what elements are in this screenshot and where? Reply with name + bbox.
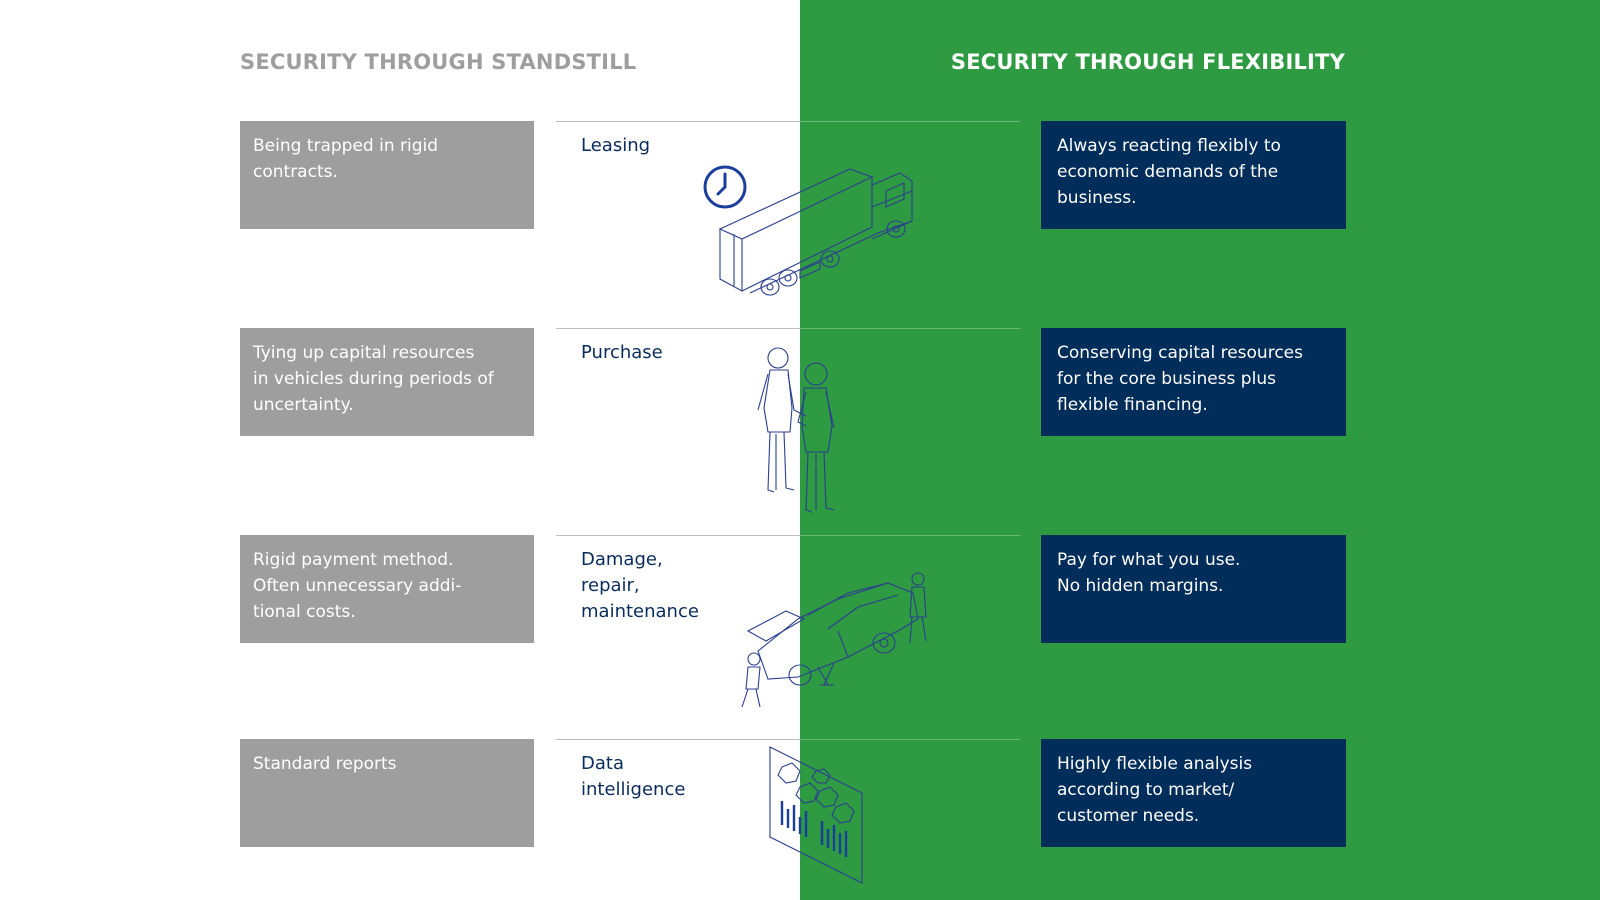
handshake-people-icon [757,347,835,513]
comparison-row-purchase: Tying up capital resources in vehicles d… [0,328,1600,513]
clock-icon [703,165,747,209]
category-label: Purchase [581,342,663,363]
flexibility-box: Pay for what you use. No hidden margins. [1041,535,1346,643]
row-divider [556,535,1020,536]
car-repair-mechanics-icon [741,572,927,708]
flexibility-box: Conserving capital resources for the cor… [1041,328,1346,436]
truck-with-clock-icon [703,165,913,296]
category-label: Data intelligence [581,753,686,800]
standstill-heading: SECURITY THROUGH STANDSTILL [240,50,637,74]
comparison-row-data: Standard reports Data intelligence Hig [0,739,1600,884]
standstill-box: Being trapped in rigid contracts. [240,121,534,229]
row-divider [556,328,1020,329]
standstill-box: Standard reports [240,739,534,847]
category-label: Damage, repair, maintenance [581,549,699,622]
comparison-row-maintenance: Rigid payment method. Often unnecessary … [0,535,1600,708]
flexibility-heading: SECURITY THROUGH FLEXIBILITY [950,50,1345,74]
comparison-row-leasing: Being trapped in rigid contracts. Leasin… [0,121,1600,296]
row-divider [556,739,1020,740]
standstill-box: Tying up capital resources in vehicles d… [240,328,534,436]
data-dashboard-panel-icon [769,746,863,884]
row-divider [556,121,1020,122]
standstill-box: Rigid payment method. Often unnecessary … [240,535,534,643]
flexibility-box: Highly flexible analysis according to ma… [1041,739,1346,847]
flexibility-box: Always reacting flexibly to economic dem… [1041,121,1346,229]
category-label: Leasing [581,135,651,156]
